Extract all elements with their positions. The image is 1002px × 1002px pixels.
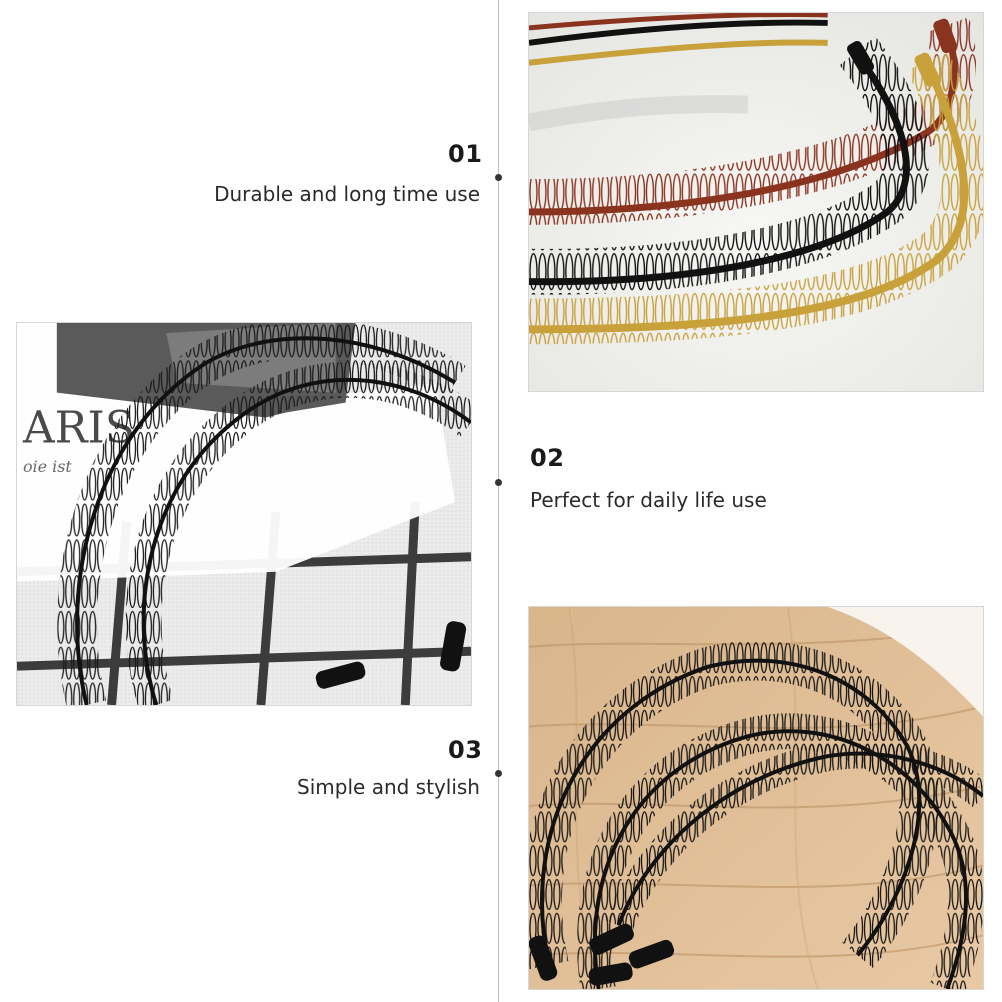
svg-text:oie ist: oie ist xyxy=(23,457,72,476)
black-headbands-fabric-illustration: ARIS oie ist xyxy=(17,323,471,705)
timeline-dot-icon xyxy=(495,479,502,486)
timeline-dot-icon xyxy=(495,770,502,777)
photo-colored-headbands xyxy=(528,12,984,392)
feature-text-01: Durable and long time use xyxy=(214,182,480,206)
feature-text-03: Simple and stylish xyxy=(297,775,480,799)
headbands-wood-illustration xyxy=(529,607,983,989)
timeline-line xyxy=(498,0,499,1002)
photo-headbands-wood xyxy=(528,606,984,990)
colored-headbands-illustration xyxy=(529,13,983,391)
timeline-dot-icon xyxy=(495,174,502,181)
feature-text-02: Perfect for daily life use xyxy=(530,488,767,512)
feature-number-02: 02 xyxy=(530,444,565,472)
feature-number-03: 03 xyxy=(448,736,483,764)
photo-black-headbands-fabric: ARIS oie ist xyxy=(16,322,472,706)
feature-number-01: 01 xyxy=(448,140,483,168)
